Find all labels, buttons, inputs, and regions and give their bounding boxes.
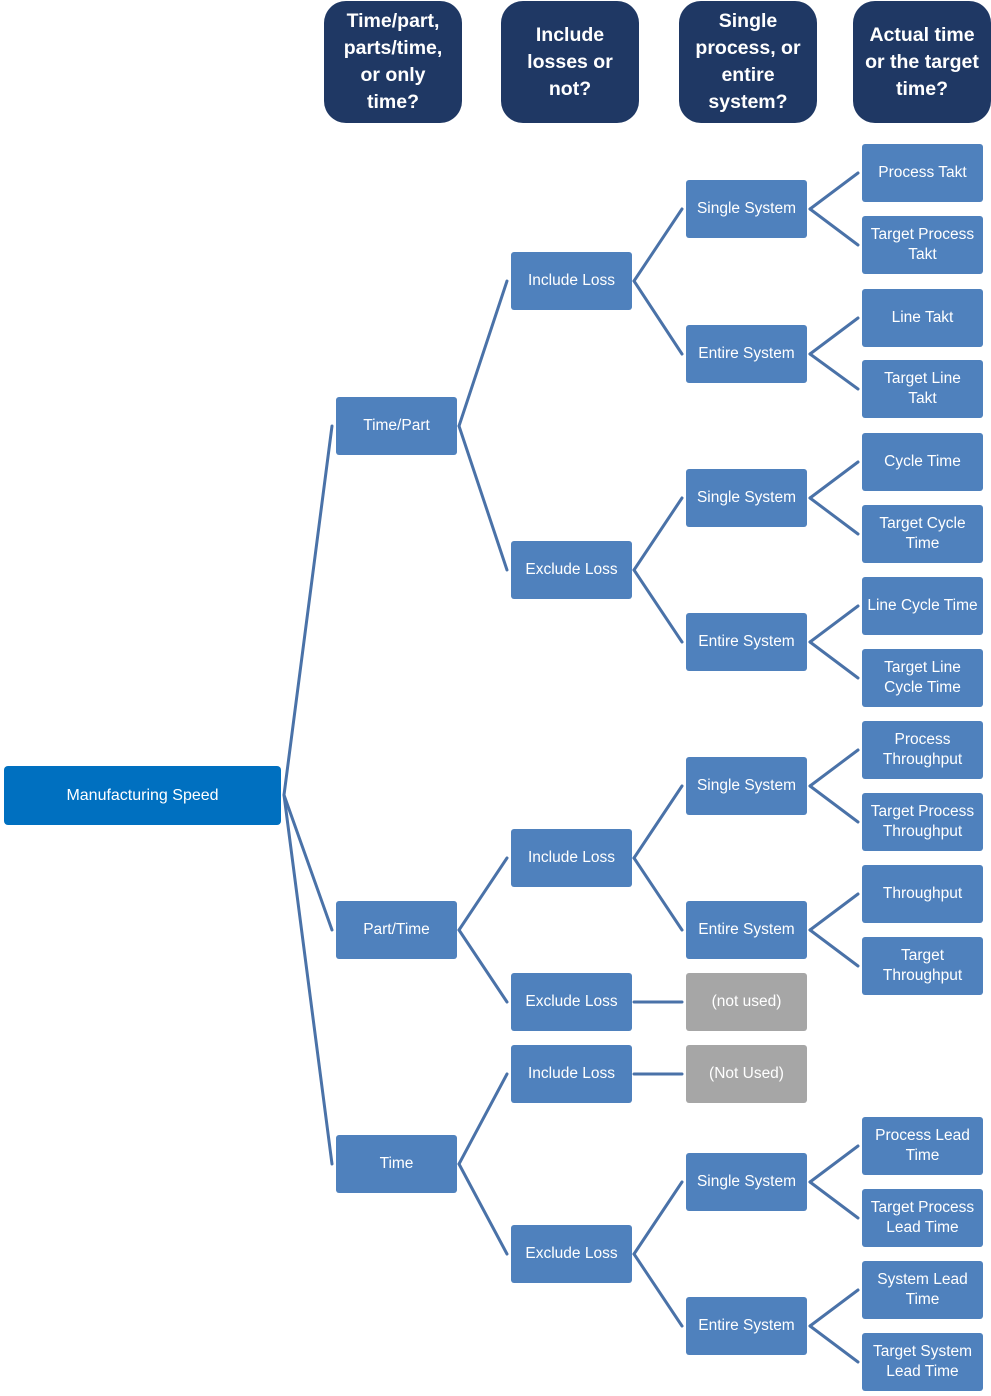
- connector: [457, 424, 509, 572]
- connector: [282, 424, 334, 797]
- node-level3-not-used: (not used): [686, 973, 807, 1031]
- connector: [808, 460, 860, 500]
- node-level4-target-line-cycle-time: Target Line Cycle Time: [862, 649, 983, 707]
- connector: [808, 1324, 860, 1364]
- node-root: Manufacturing Speed: [4, 766, 281, 825]
- header-single-or-entire: Single process, or entire system?: [679, 1, 817, 123]
- node-level4-process-throughput: Process Throughput: [862, 721, 983, 779]
- connector: [457, 1072, 509, 1166]
- node-level3-entire-system: Entire System: [686, 901, 807, 959]
- connector: [808, 1144, 860, 1184]
- node-level4-throughput: Throughput: [862, 865, 983, 923]
- node-level2-include-loss: Include Loss: [511, 829, 632, 887]
- connector: [808, 316, 860, 356]
- connector: [808, 207, 860, 247]
- node-level1-time-part: Time/Part: [336, 397, 457, 455]
- node-level4-system-lead-time: System Lead Time: [862, 1261, 983, 1319]
- header-include-losses: Include losses or not?: [501, 1, 639, 123]
- connector: [632, 496, 684, 572]
- node-level4-cycle-time: Cycle Time: [862, 433, 983, 491]
- connector: [457, 856, 509, 932]
- node-level4-process-lead-time: Process Lead Time: [862, 1117, 983, 1175]
- connector: [457, 928, 509, 1004]
- node-level1-part-time: Part/Time: [336, 901, 457, 959]
- connector: [632, 1252, 684, 1328]
- node-level4-target-process-lead-time: Target Process Lead Time: [862, 1189, 983, 1247]
- node-level2-exclude-loss: Exclude Loss: [511, 541, 632, 599]
- connector: [808, 748, 860, 788]
- connector: [632, 856, 684, 932]
- connector: [808, 496, 860, 536]
- header-actual-or-target: Actual time or the target time?: [853, 1, 991, 123]
- connector: [457, 279, 509, 428]
- node-level4-target-process-throughput: Target Process Throughput: [862, 793, 983, 851]
- connector: [808, 604, 860, 644]
- connector: [808, 892, 860, 932]
- header-time-part: Time/part, parts/time, or only time?: [324, 1, 462, 123]
- node-level4-target-cycle-time: Target Cycle Time: [862, 505, 983, 563]
- node-level3-single-system: Single System: [686, 1153, 807, 1211]
- node-level3-single-system: Single System: [686, 757, 807, 815]
- node-level2-include-loss: Include Loss: [511, 1045, 632, 1103]
- node-level1-time: Time: [336, 1135, 457, 1193]
- node-level4-process-takt: Process Takt: [862, 144, 983, 202]
- node-level3-entire-system: Entire System: [686, 325, 807, 383]
- connector: [632, 1180, 684, 1256]
- connector: [282, 793, 334, 932]
- node-level4-line-cycle-time: Line Cycle Time: [862, 577, 983, 635]
- connector: [808, 1288, 860, 1328]
- node-level4-target-system-lead-time: Target System Lead Time: [862, 1333, 983, 1391]
- connector: [457, 1162, 509, 1256]
- connector: [632, 279, 684, 356]
- connector: [808, 640, 860, 680]
- connector: [632, 207, 684, 283]
- node-level2-exclude-loss: Exclude Loss: [511, 1225, 632, 1283]
- node-level3-entire-system: Entire System: [686, 613, 807, 671]
- node-level3-not-used: (Not Used): [686, 1045, 807, 1103]
- connector: [282, 793, 334, 1166]
- node-level4-line-takt: Line Takt: [862, 289, 983, 347]
- connector: [632, 568, 684, 644]
- node-level3-single-system: Single System: [686, 469, 807, 527]
- node-level4-target-throughput: Target Throughput: [862, 937, 983, 995]
- connector: [808, 1180, 860, 1220]
- connector: [808, 928, 860, 968]
- node-level2-include-loss: Include Loss: [511, 252, 632, 310]
- node-level3-entire-system: Entire System: [686, 1297, 807, 1355]
- connector: [808, 784, 860, 824]
- connector: [808, 171, 860, 211]
- connector: [808, 352, 860, 391]
- node-level4-target-line-takt: Target Line Takt: [862, 360, 983, 418]
- node-level2-exclude-loss: Exclude Loss: [511, 973, 632, 1031]
- connector: [632, 784, 684, 860]
- node-level3-single-system: Single System: [686, 180, 807, 238]
- node-level4-target-process-takt: Target Process Takt: [862, 216, 983, 274]
